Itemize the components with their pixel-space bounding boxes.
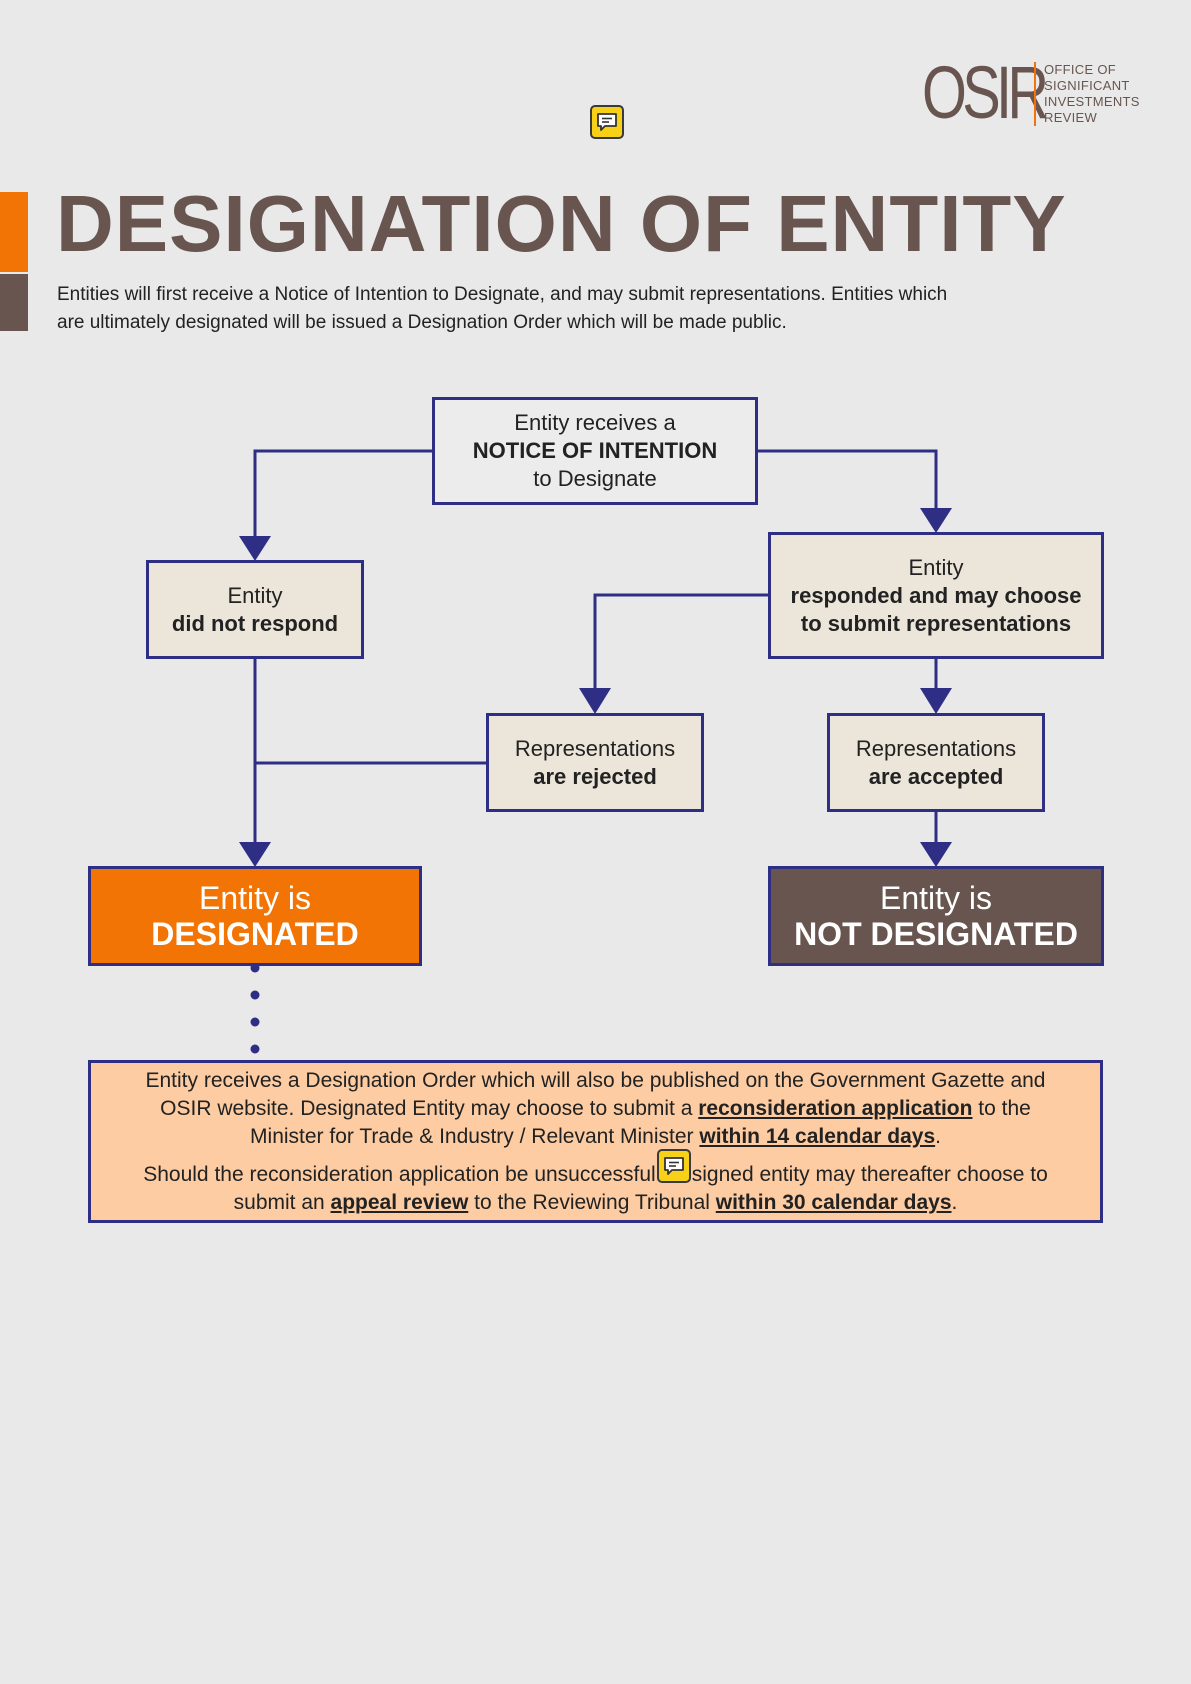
node-text-bold: responded and may choose [790, 582, 1082, 608]
page-title: DESIGNATION OF ENTITY [56, 179, 1067, 268]
node-representations-accepted: Representations are accepted [827, 713, 1045, 812]
osir-logo-mark: OSIR [922, 51, 1049, 134]
node-notice-of-intention: Entity receives a NOTICE OF INTENTION to… [432, 397, 758, 505]
comment-glyph [664, 1157, 684, 1175]
node-text: to Designate [533, 466, 657, 491]
logo-subtitle: OFFICE OF SIGNIFICANT INVESTMENTS REVIEW [1044, 62, 1140, 126]
node-text: Representations [514, 735, 676, 761]
info-text: Should the reconsideration application b… [143, 1163, 656, 1186]
dot [250, 1017, 260, 1027]
node-responded: Entity responded and may choose to submi… [768, 532, 1104, 659]
info-text: Minister for Trade & Industry / Relevant… [250, 1125, 700, 1148]
info-line: OSIR website. Designated Entity may choo… [91, 1095, 1100, 1123]
comment-icon[interactable] [590, 105, 624, 139]
node-text: Entity is [879, 880, 993, 916]
info-text: submit an [233, 1191, 331, 1214]
node-text-bold: are rejected [533, 763, 657, 789]
info-line: Entity receives a Designation Order whic… [91, 1067, 1100, 1095]
logo-divider [1034, 62, 1036, 126]
node-text: Representations [855, 735, 1017, 761]
deadline-30-days: within 30 calendar days [715, 1191, 952, 1214]
logo-line: INVESTMENTS [1044, 94, 1140, 109]
info-line: Minister for Trade & Industry / Relevant… [91, 1123, 1100, 1151]
arrowhead [239, 842, 271, 867]
node-representations-rejected: Representations are rejected [486, 713, 704, 812]
arrowhead [920, 842, 952, 867]
info-line: submit an appeal review to the Reviewing… [91, 1189, 1100, 1217]
deadline-14-days: within 14 calendar days [699, 1125, 936, 1148]
info-line: Should the reconsideration application b… [91, 1161, 1100, 1189]
node-text-bold: did not respond [171, 610, 339, 636]
comment-icon[interactable] [657, 1149, 691, 1183]
accent-bar-orange [0, 192, 28, 272]
arrowhead [920, 688, 952, 714]
info-text: . [935, 1125, 941, 1148]
dot [250, 990, 260, 1000]
designation-order-info: Entity receives a Designation Order whic… [88, 1060, 1103, 1223]
intro-line: are ultimately designated will be issued… [57, 312, 787, 333]
node-not-designated: Entity is NOT DESIGNATED [768, 866, 1104, 966]
logo-line: REVIEW [1044, 110, 1098, 125]
node-text: Entity [227, 582, 283, 608]
node-text-bold: to submit representations [800, 610, 1072, 636]
info-text: signed entity may thereafter choose to [691, 1163, 1048, 1186]
connector-notice-to-responded [757, 449, 938, 511]
arrowhead [920, 508, 952, 533]
node-text: Entity [908, 554, 964, 580]
logo-line: OFFICE OF [1044, 62, 1117, 77]
logo-line: SIGNIFICANT [1044, 78, 1130, 93]
arrowhead [579, 688, 611, 714]
connector-responded-to-rejected [593, 593, 769, 690]
appeal-review-link[interactable]: appeal review [330, 1191, 469, 1214]
node-text-bold: NOTICE OF INTENTION [472, 438, 718, 463]
info-text: OSIR website. Designated Entity may choo… [160, 1097, 699, 1120]
info-text: Entity receives a Designation Order whic… [145, 1069, 1046, 1092]
intro-line: Entities will first receive a Notice of … [57, 284, 948, 305]
node-text-bold: DESIGNATED [151, 916, 359, 952]
info-text: . [951, 1191, 958, 1214]
dot [250, 1044, 260, 1054]
node-text-bold: are accepted [868, 763, 1004, 789]
node-designated: Entity is DESIGNATED [88, 866, 422, 966]
reconsideration-application-link[interactable]: reconsideration application [698, 1097, 973, 1120]
arrowhead [239, 536, 271, 561]
node-text: Entity is [198, 880, 312, 916]
node-text: Entity receives a [514, 410, 676, 435]
node-text-bold: NOT DESIGNATED [794, 916, 1078, 952]
comment-glyph [597, 113, 617, 131]
info-text: to the [972, 1097, 1031, 1120]
intro-text: Entities will first receive a Notice of … [57, 281, 1117, 337]
accent-bar-brown [0, 274, 28, 331]
connector-notice-to-no-response [253, 449, 433, 538]
node-did-not-respond: Entity did not respond [146, 560, 364, 659]
info-text: to the Reviewing Tribunal [468, 1191, 716, 1214]
